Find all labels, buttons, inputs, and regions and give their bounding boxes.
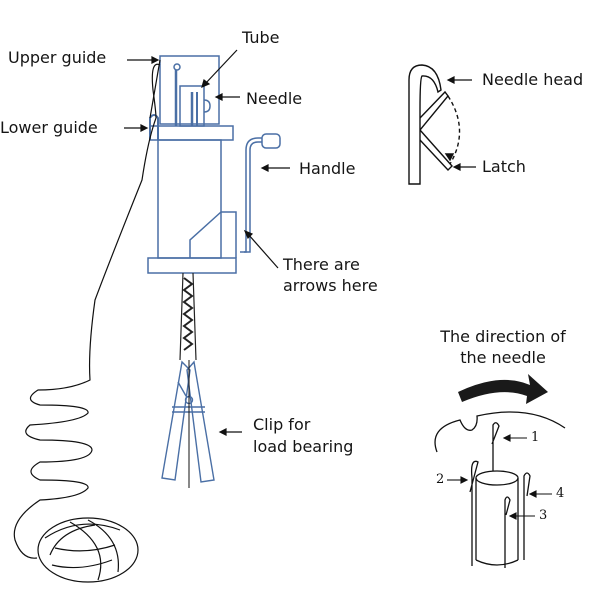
label-direction-line2: the needle — [460, 348, 546, 367]
label-clip-line2: load bearing — [253, 437, 354, 456]
direction-arrow — [458, 374, 548, 404]
label-direction-line1: The direction of — [440, 327, 566, 346]
upper-platform — [149, 125, 234, 141]
leader-lines — [124, 49, 290, 436]
needle-number-2: 2 — [436, 472, 445, 487]
label-needle: Needle — [246, 89, 303, 108]
label-tube: Tube — [242, 28, 280, 47]
handle-arm — [244, 141, 262, 253]
label-upper-guide: Upper guide — [8, 48, 107, 67]
needle-bed-arc — [434, 411, 566, 453]
label-lower-guide: Lower guide — [0, 118, 98, 137]
cylinder-needles — [469, 422, 531, 568]
label-arrows-line2: arrows here — [283, 276, 378, 295]
label-handle: Handle — [299, 159, 356, 178]
load-clip — [161, 360, 215, 483]
needle-detail — [408, 64, 461, 185]
handle-knob — [261, 133, 281, 149]
machine-base — [147, 257, 237, 274]
machine-back-panel — [159, 55, 220, 125]
needle-hook — [203, 99, 211, 113]
needle-number-3: 3 — [539, 508, 548, 523]
cylinder — [475, 470, 519, 566]
gear-housing — [189, 211, 237, 258]
label-needle-head: Needle head — [482, 70, 584, 89]
label-latch: Latch — [482, 157, 526, 176]
yarn-ball — [37, 517, 139, 583]
knitted-tube — [179, 272, 197, 361]
yarn-strand — [13, 63, 161, 559]
lower-guide — [149, 114, 159, 140]
needle-number-4: 4 — [556, 486, 565, 501]
label-arrows-line1: There are — [283, 255, 360, 274]
label-clip-line1: Clip for — [253, 415, 311, 434]
needle-number-1: 1 — [531, 430, 540, 445]
